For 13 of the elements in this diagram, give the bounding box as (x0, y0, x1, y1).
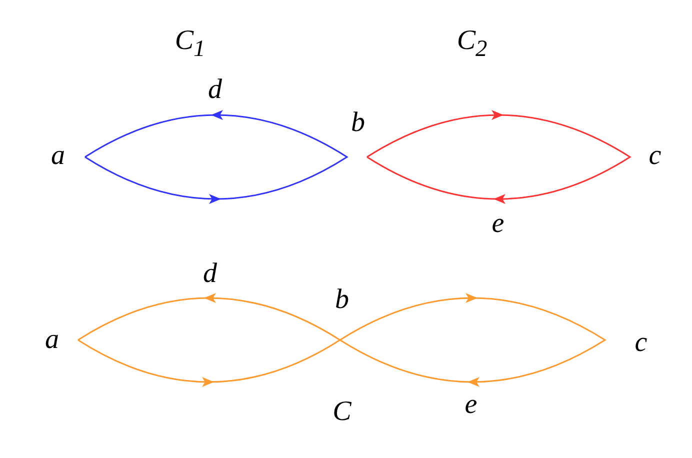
point-label: b (335, 285, 349, 315)
point-label: b (351, 108, 365, 138)
point-label: a (51, 141, 65, 171)
curve-label: C$_{1}$ (174, 26, 206, 64)
point-label: d (208, 75, 222, 105)
point-label: e (464, 390, 478, 420)
point-label: a (45, 325, 59, 355)
point-label: c (648, 141, 662, 171)
point-label: d (203, 259, 217, 289)
curve-label: C$_{2}$ (456, 26, 488, 64)
curve-label: C (332, 397, 352, 427)
point-label: c (634, 328, 648, 358)
point-label: e (492, 209, 504, 239)
